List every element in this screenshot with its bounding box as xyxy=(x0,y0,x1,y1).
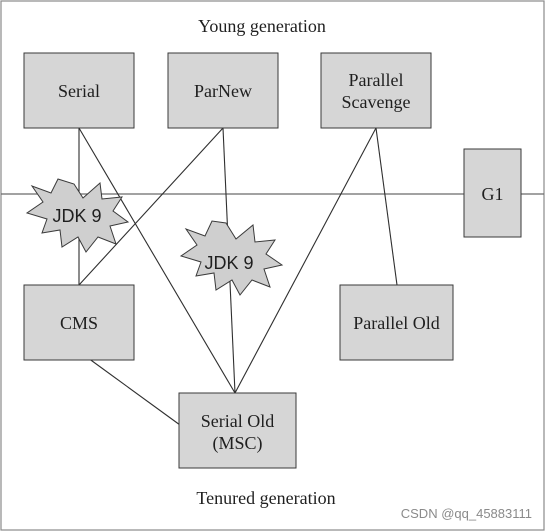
connector-cms-serial-old xyxy=(87,357,181,426)
jdk9-badge-parnew-serial-old: JDK 9 xyxy=(179,220,284,296)
parallel-scavenge-label-line2: Scavenge xyxy=(342,92,411,112)
serial-old-label-line1: Serial Old xyxy=(201,411,275,431)
serial-collector-label: Serial xyxy=(58,81,100,101)
csdn-watermark: CSDN @qq_45883111 xyxy=(401,506,532,521)
parallel-scavenge-collector-box xyxy=(320,52,432,129)
parallel-old-collector-box xyxy=(339,284,454,361)
jdk9-badge-serial-cms: JDK 9 xyxy=(25,178,130,253)
jdk9-badge-label: JDK 9 xyxy=(52,206,101,226)
jdk9-badge-label: JDK 9 xyxy=(204,253,253,273)
cms-collector-box xyxy=(23,284,135,361)
serial-collector-box xyxy=(23,52,135,129)
parallel-old-collector-label: Parallel Old xyxy=(353,313,439,333)
jdk9-burst-shape xyxy=(179,220,284,296)
jdk9-burst-shape xyxy=(25,178,130,253)
connector-serial-serial-old xyxy=(78,127,236,394)
serial-old-label-line2: (MSC) xyxy=(212,433,262,454)
connector-parallel-scavenge-parallel-old xyxy=(375,127,398,286)
g1-collector-box xyxy=(463,148,522,238)
connector-parnew-cms xyxy=(78,127,224,286)
young-generation-label: Young generation xyxy=(198,16,326,36)
g1-collector-label: G1 xyxy=(482,184,504,204)
cms-collector-label: CMS xyxy=(60,313,98,333)
parnew-collector-box xyxy=(167,52,279,129)
parallel-scavenge-label-line1: Parallel xyxy=(349,70,404,90)
serial-old-collector-box xyxy=(178,392,297,469)
connector-parallel-scavenge-serial-old xyxy=(234,127,377,394)
tenured-generation-label: Tenured generation xyxy=(196,488,335,508)
parnew-collector-label: ParNew xyxy=(194,81,252,101)
